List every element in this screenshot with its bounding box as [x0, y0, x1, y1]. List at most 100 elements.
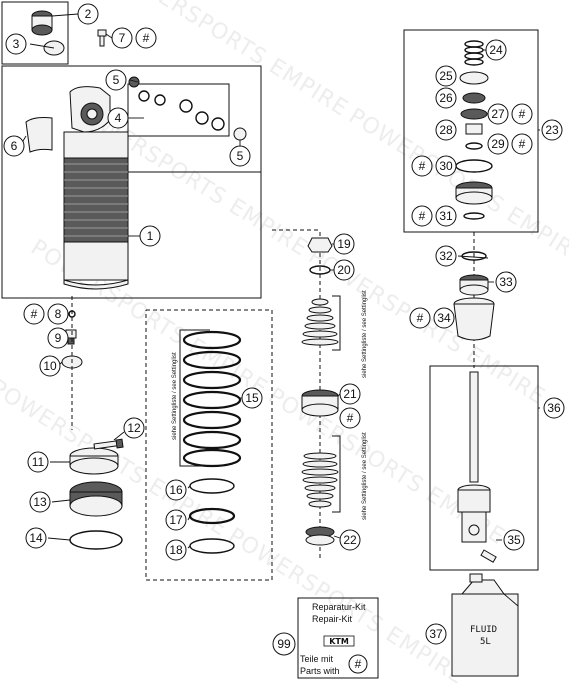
callout-10[interactable]: 10 — [39, 355, 61, 377]
callout-35[interactable]: 35 — [503, 529, 525, 551]
repair-kit-line-2: Repair-Kit — [312, 614, 353, 624]
callout-37[interactable]: 37 — [425, 623, 447, 645]
svg-text:#: # — [419, 209, 426, 223]
svg-text:#: # — [519, 137, 526, 151]
svg-text:#: # — [417, 311, 424, 325]
callout-21[interactable]: 21 — [339, 383, 361, 405]
part-33-seal-head — [459, 274, 489, 296]
repair-kit-box — [297, 597, 379, 679]
frame-setting-c — [332, 435, 341, 513]
frame-setting-a — [179, 329, 210, 467]
ktm-logo: KTM — [323, 635, 355, 647]
part-2-bushing — [31, 10, 53, 36]
callout-20[interactable]: 20 — [333, 259, 355, 281]
part-16-ring — [189, 478, 235, 494]
part-26-washer — [462, 92, 486, 104]
part-23-piston-assembly — [455, 181, 493, 205]
frame-setting-b — [332, 295, 341, 351]
callout-hash-27[interactable]: # — [511, 103, 533, 125]
callout-27[interactable]: 27 — [487, 103, 509, 125]
repair-kit-line-1: Reparatur-Kit — [312, 602, 366, 612]
part-12-bolt — [93, 438, 124, 450]
svg-text:27: 27 — [491, 107, 505, 121]
callout-2[interactable]: 2 — [77, 3, 99, 25]
svg-text:#: # — [347, 411, 354, 425]
callout-hash-8[interactable]: # — [23, 303, 45, 325]
callout-hash-34[interactable]: # — [409, 307, 431, 329]
svg-text:17: 17 — [169, 513, 183, 527]
callout-99[interactable]: 99 — [272, 632, 296, 656]
callout-9[interactable]: 9 — [47, 327, 69, 349]
callout-3[interactable]: 3 — [5, 33, 27, 55]
svg-text:#: # — [143, 31, 150, 45]
callout-11[interactable]: 11 — [27, 451, 49, 473]
callout-36[interactable]: 36 — [543, 397, 565, 419]
callout-hash-21[interactable]: # — [339, 407, 361, 429]
callout-13[interactable]: 13 — [29, 491, 51, 513]
svg-text:24: 24 — [489, 43, 503, 57]
callout-32[interactable]: 32 — [435, 245, 457, 267]
callout-24[interactable]: 24 — [485, 39, 507, 61]
svg-text:99: 99 — [277, 637, 291, 651]
callout-29[interactable]: 29 — [487, 133, 509, 155]
callout-5-top[interactable]: 5 — [105, 69, 127, 91]
callout-19[interactable]: 19 — [333, 233, 355, 255]
callout-18[interactable]: 18 — [165, 539, 187, 561]
part-37-fluid-can — [451, 573, 519, 677]
callout-hash-7[interactable]: # — [135, 27, 157, 49]
callout-hash-31[interactable]: # — [411, 205, 433, 227]
leader-lines — [19, 13, 540, 549]
svg-text:16: 16 — [169, 483, 183, 497]
callout-hash-29[interactable]: # — [511, 133, 533, 155]
setting-note-lower: siehe Settingliste / see Settinglist — [362, 432, 368, 520]
callout-5-bottom[interactable]: 5 — [229, 145, 251, 167]
ktm-logo-text: KTM — [329, 637, 349, 646]
svg-text:7: 7 — [119, 31, 126, 45]
part-34-bearing-cap — [453, 297, 495, 341]
svg-text:15: 15 — [245, 391, 259, 405]
repair-kit-line-3: Teile mit — [300, 654, 334, 664]
callout-hash-30[interactable]: # — [411, 155, 433, 177]
setting-note-spring: siehe Settingliste / see Settinglist — [172, 352, 178, 440]
part-15-spring — [182, 330, 242, 468]
callout-4[interactable]: 4 — [107, 107, 129, 129]
svg-text:#: # — [519, 107, 526, 121]
callout-1[interactable]: 1 — [139, 225, 161, 247]
part-13-spring-retainer — [69, 481, 123, 517]
part-19-nut — [307, 237, 333, 253]
part-14-ring — [69, 530, 123, 550]
callout-22[interactable]: 22 — [339, 529, 361, 551]
callout-34[interactable]: 34 — [433, 307, 455, 329]
callout-7[interactable]: 7 — [111, 27, 133, 49]
callout-23[interactable]: 23 — [541, 119, 563, 141]
callout-25[interactable]: 25 — [435, 65, 457, 87]
callout-28[interactable]: 28 — [435, 119, 457, 141]
frame-spring — [145, 309, 273, 581]
callout-hash-kit[interactable]: # — [348, 654, 368, 674]
callout-30[interactable]: 30 — [435, 155, 457, 177]
callout-6[interactable]: 6 — [3, 135, 25, 157]
callout-17[interactable]: 17 — [165, 509, 187, 531]
svg-text:9: 9 — [55, 331, 62, 345]
callout-31[interactable]: 31 — [435, 205, 457, 227]
callout-14[interactable]: 14 — [25, 527, 47, 549]
part-29-oring — [465, 142, 483, 150]
callout-16[interactable]: 16 — [165, 479, 187, 501]
callout-8[interactable]: 8 — [47, 303, 69, 325]
svg-text:12: 12 — [127, 421, 141, 435]
part-36-piston-rod — [457, 371, 491, 543]
svg-text:28: 28 — [439, 123, 453, 137]
svg-text:5: 5 — [237, 149, 244, 163]
callout-33[interactable]: 33 — [495, 271, 517, 293]
svg-text:8: 8 — [55, 307, 62, 321]
callout-15[interactable]: 15 — [241, 387, 263, 409]
fluid-label: FLUID — [470, 625, 497, 635]
part-5-seal-bottom — [233, 127, 247, 141]
callout-12[interactable]: 12 — [123, 417, 145, 439]
callout-26[interactable]: 26 — [435, 87, 457, 109]
fluid-volume: 5L — [480, 637, 491, 647]
svg-text:2: 2 — [85, 7, 92, 21]
part-31-ring — [463, 212, 485, 220]
part-30-ring — [455, 159, 493, 173]
